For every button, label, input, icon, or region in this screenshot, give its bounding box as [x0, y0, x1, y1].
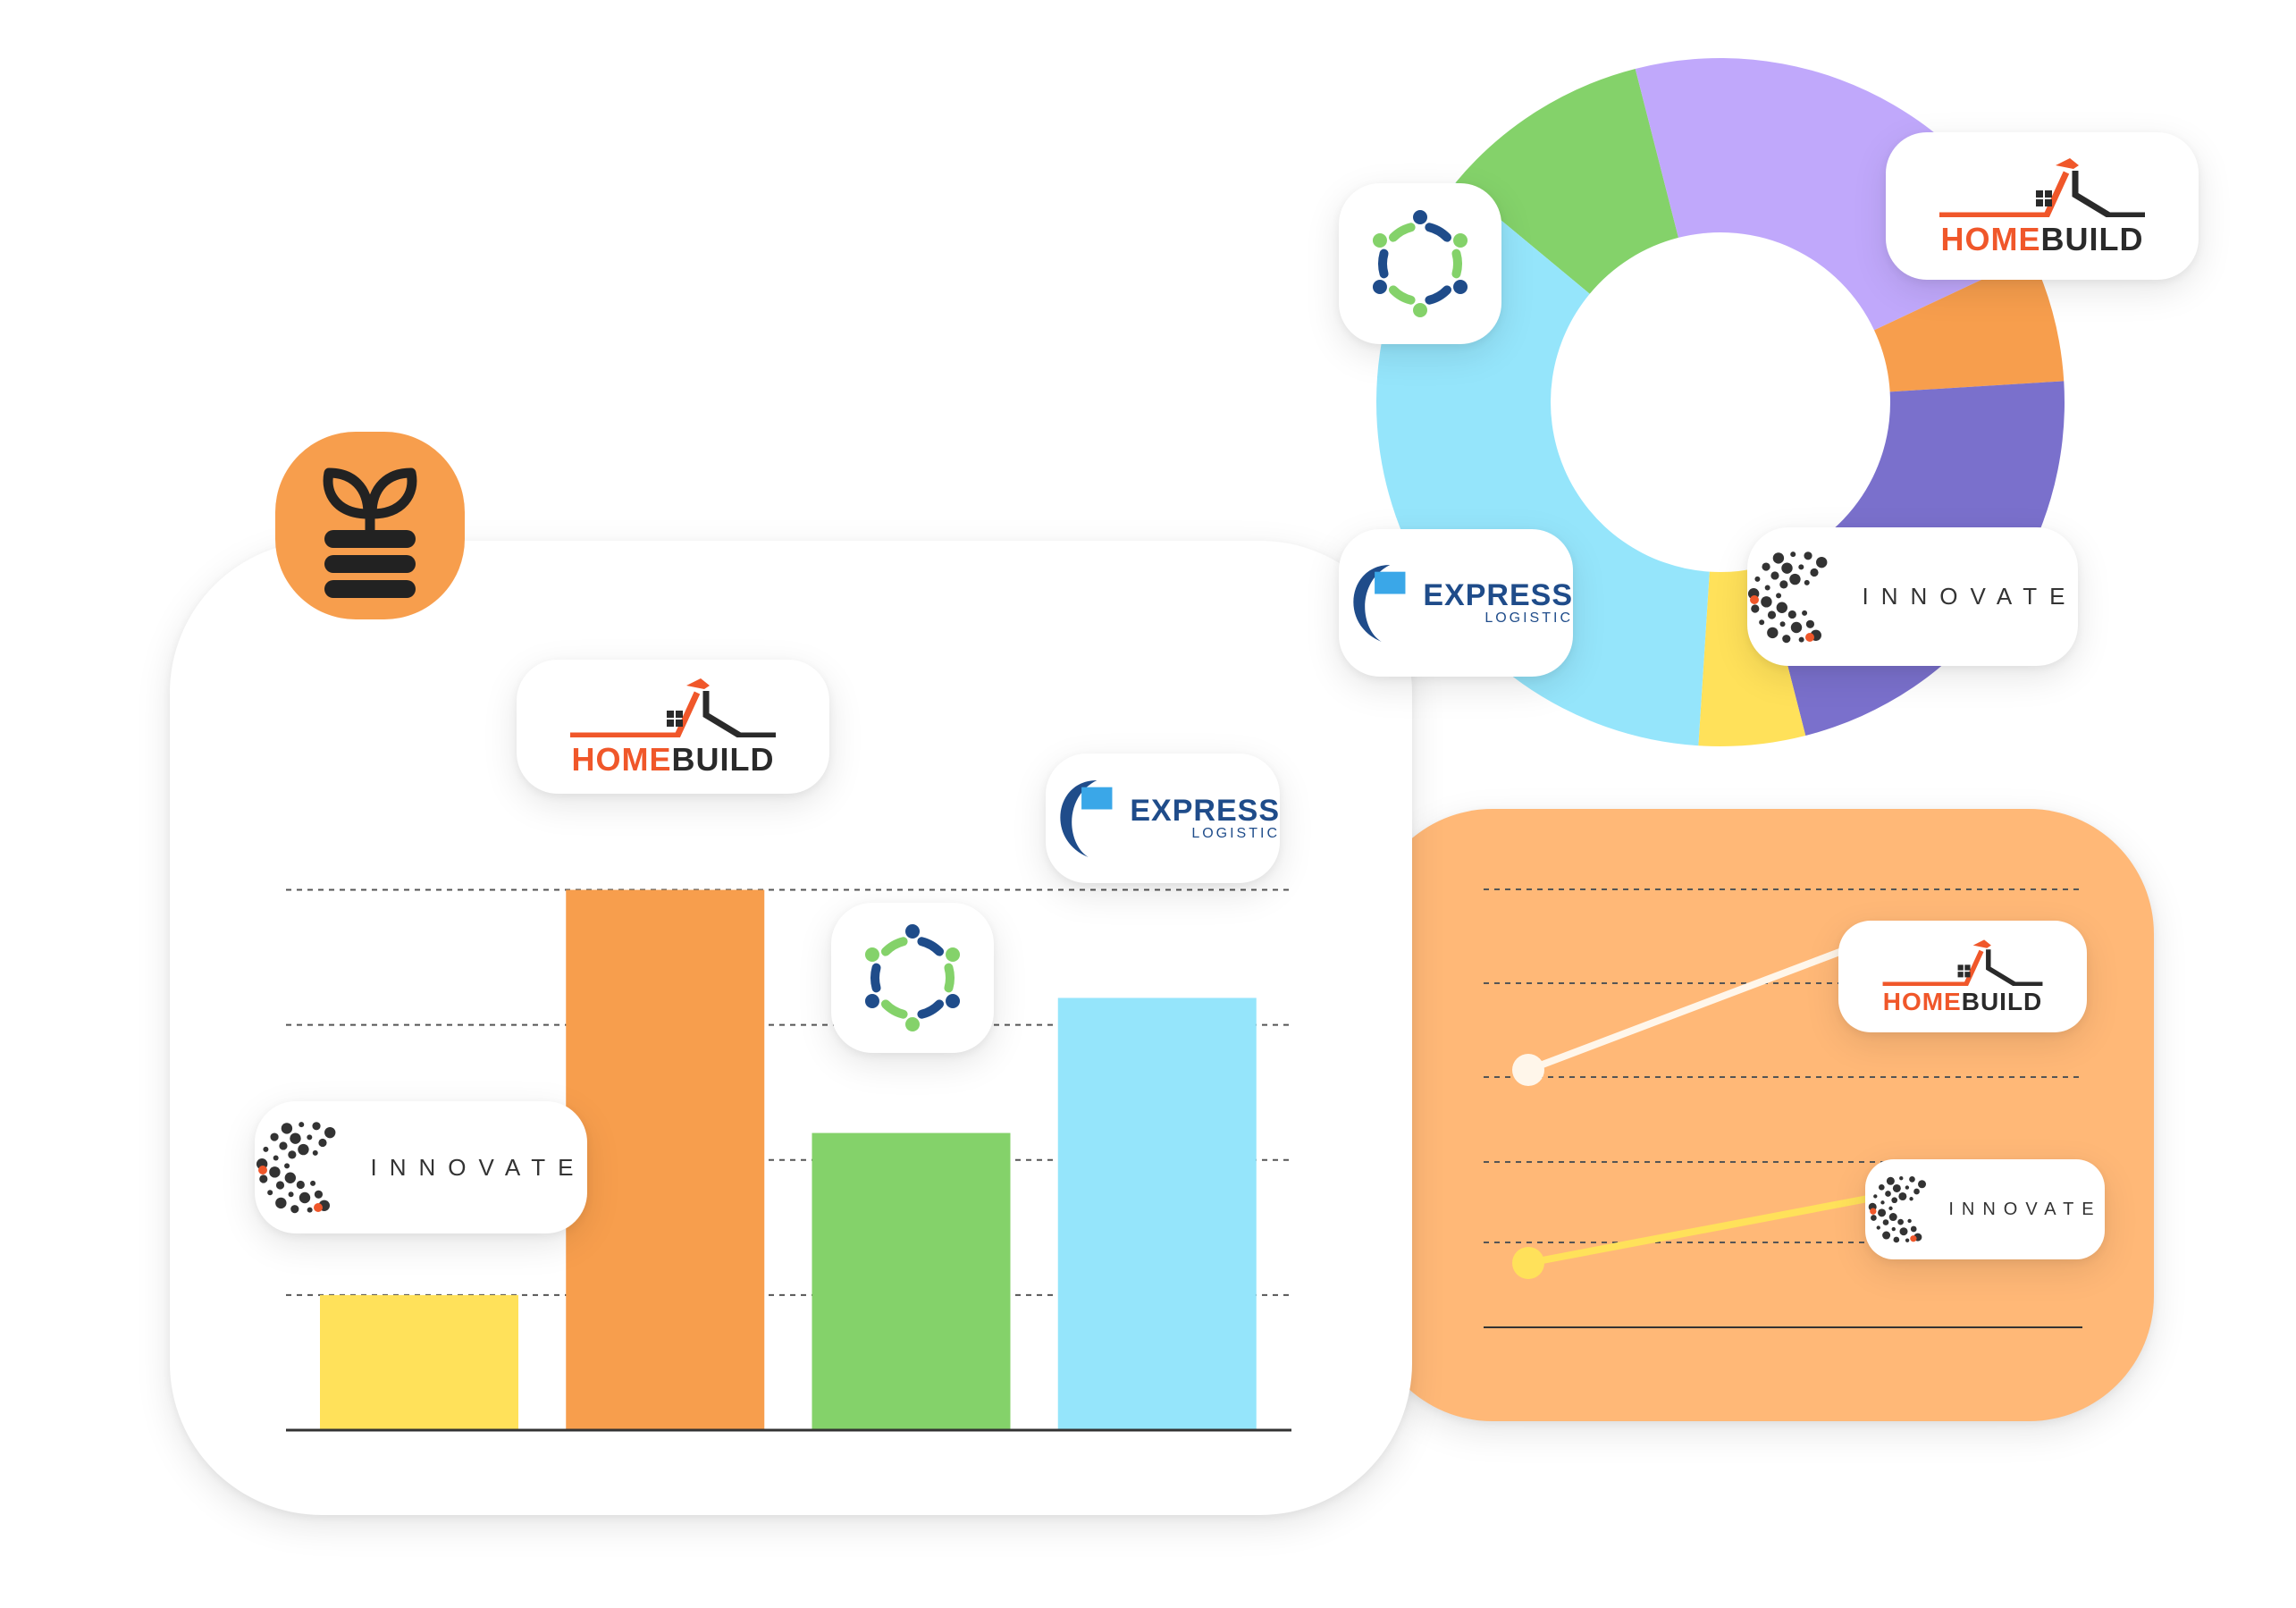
- plant-stack-badge: [275, 432, 465, 619]
- line-chart: [1484, 888, 2082, 1328]
- line-innovate-logo-card: INNOVATE: [1865, 1159, 2105, 1259]
- line-point-homebuild: [1512, 1054, 1544, 1086]
- innovate-dots-icon: [257, 1122, 336, 1214]
- innovate-logo-card: INNOVATE: [255, 1101, 587, 1233]
- innovate-dots-icon: [1748, 551, 1828, 643]
- express-swoosh-icon: [1353, 564, 1406, 642]
- homebuild-word2: BUILD: [2040, 220, 2144, 257]
- plant-stack-icon: [323, 467, 417, 598]
- express-swoosh-icon: [1060, 779, 1113, 857]
- innovate-word: INNOVATE: [1948, 1199, 2102, 1219]
- bar-community: [812, 1132, 1011, 1430]
- express-word1: EXPRESS: [1130, 793, 1280, 828]
- innovate-word: INNOVATE: [1862, 583, 2078, 610]
- bar-express-logistic: [1057, 998, 1257, 1430]
- community-logo-card: [831, 903, 994, 1053]
- express-logo-card: EXPRESS LOGISTIC: [1046, 753, 1280, 883]
- donut-community-logo-card: [1339, 183, 1501, 344]
- homebuild-word2: BUILD: [671, 741, 775, 778]
- innovate-word: INNOVATE: [370, 1153, 586, 1181]
- donut-slice-community: [1455, 68, 1678, 294]
- line-series-innovate: [1527, 1195, 1869, 1267]
- bar-homebuild: [566, 889, 765, 1430]
- donut-homebuild-logo-card: HOMEBUILD: [1886, 132, 2199, 280]
- homebuild-roof-icon: [1939, 157, 2145, 217]
- homebuild-roof-icon: [570, 678, 776, 737]
- line-point-innovate: [1512, 1247, 1544, 1279]
- express-word1: EXPRESS: [1423, 577, 1573, 612]
- innovate-dots-icon: [1869, 1176, 1927, 1243]
- homebuild-roof-icon: [1882, 939, 2043, 986]
- line-homebuild-logo-card: HOMEBUILD: [1838, 921, 2087, 1032]
- homebuild-word1: HOME: [1940, 220, 2041, 257]
- community-circle-icon: [1372, 210, 1468, 317]
- bar-innovate: [320, 1294, 518, 1430]
- line-chart-card: [1367, 809, 2154, 1421]
- donut-slice-homebuild: [1874, 256, 2065, 392]
- community-circle-icon: [864, 924, 961, 1031]
- donut-express-logo-card: EXPRESS LOGISTIC: [1339, 529, 1573, 677]
- express-word2: LOGISTIC: [1484, 610, 1573, 626]
- homebuild-word1: HOME: [571, 741, 672, 778]
- homebuild-word1: HOME: [1882, 988, 1962, 1015]
- express-word2: LOGISTIC: [1191, 825, 1280, 841]
- line-series-homebuild: [1526, 938, 1870, 1073]
- donut-slice-yellow: [1698, 567, 1806, 747]
- donut-innovate-logo-card: INNOVATE: [1747, 527, 2078, 666]
- homebuild-logo-card: HOMEBUILD: [517, 660, 829, 794]
- homebuild-word2: BUILD: [1961, 988, 2043, 1015]
